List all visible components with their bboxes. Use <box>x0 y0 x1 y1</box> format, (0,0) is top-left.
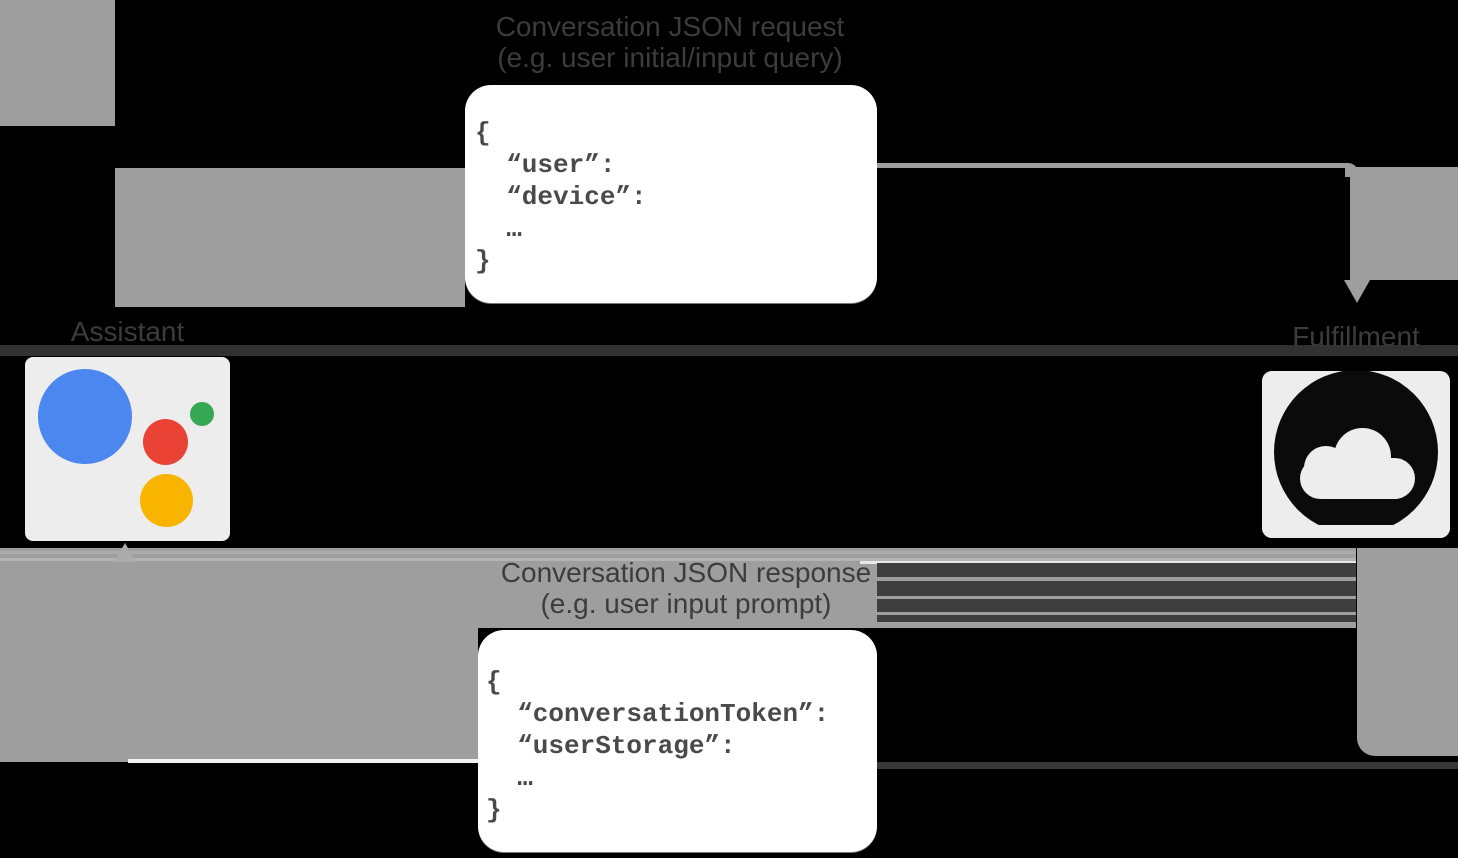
code-line: } <box>486 795 502 825</box>
code-line: “user”: <box>475 150 616 180</box>
smear-stripe <box>877 563 1356 577</box>
smear-stripe <box>0 551 1356 554</box>
fulfillment-label: Fulfillment <box>1292 321 1420 352</box>
cloud-base <box>1300 458 1415 499</box>
request-title: Conversation JSON request (e.g. user ini… <box>420 11 920 73</box>
request-arrow-line <box>877 163 1347 168</box>
code-line: “conversationToken”: <box>486 699 830 729</box>
request-title-line1: Conversation JSON request <box>495 11 845 42</box>
response-title-line2: (e.g. user input prompt) <box>540 588 832 619</box>
request-arrow-band <box>115 168 465 307</box>
smear-stripe <box>860 561 1356 564</box>
response-arrowhead-icon <box>114 543 136 562</box>
code-line: … <box>486 763 533 793</box>
smear-stripe <box>877 599 1356 612</box>
smear-stripe <box>0 558 1356 561</box>
request-arrow-left-smear <box>0 0 115 126</box>
smear-stripe <box>877 581 1356 596</box>
smear-stripe <box>128 759 478 763</box>
response-title-line1: Conversation JSON response <box>500 557 872 588</box>
request-arrow-right-smear <box>1357 167 1458 280</box>
label-row-smear <box>0 345 1458 356</box>
assistant-green-circle <box>190 402 214 426</box>
response-arrow-right-column <box>1357 548 1458 756</box>
request-arrowhead-icon <box>1344 280 1370 303</box>
request-arrow-vertical <box>1350 167 1358 280</box>
code-line: { <box>486 667 502 697</box>
assistant-label: Assistant <box>70 316 185 347</box>
response-json-box: { “conversationToken”: “userStorage”: … … <box>478 630 877 852</box>
response-title: Conversation JSON response (e.g. user in… <box>436 557 936 619</box>
code-line: … <box>475 214 522 244</box>
assistant-red-circle <box>143 419 188 465</box>
assistant-blue-circle <box>38 369 132 464</box>
code-line: { <box>475 118 491 148</box>
code-line: } <box>475 246 491 276</box>
request-code: { “user”: “device”: … } <box>465 85 877 277</box>
code-line: “device”: <box>475 182 647 212</box>
cloud-disc-cut <box>1262 525 1450 538</box>
request-title-line2: (e.g. user initial/input query) <box>497 42 843 73</box>
fulfillment-node-card <box>1262 371 1450 538</box>
assistant-yellow-circle <box>140 474 193 527</box>
code-line: “userStorage”: <box>486 731 736 761</box>
assistant-node-card <box>25 357 230 541</box>
smear-stripe <box>877 615 1356 622</box>
response-code: { “conversationToken”: “userStorage”: … … <box>478 630 877 826</box>
smear-stripe <box>877 762 1458 769</box>
response-arrow-left-smear <box>0 548 478 762</box>
request-json-box: { “user”: “device”: … } <box>465 85 877 303</box>
